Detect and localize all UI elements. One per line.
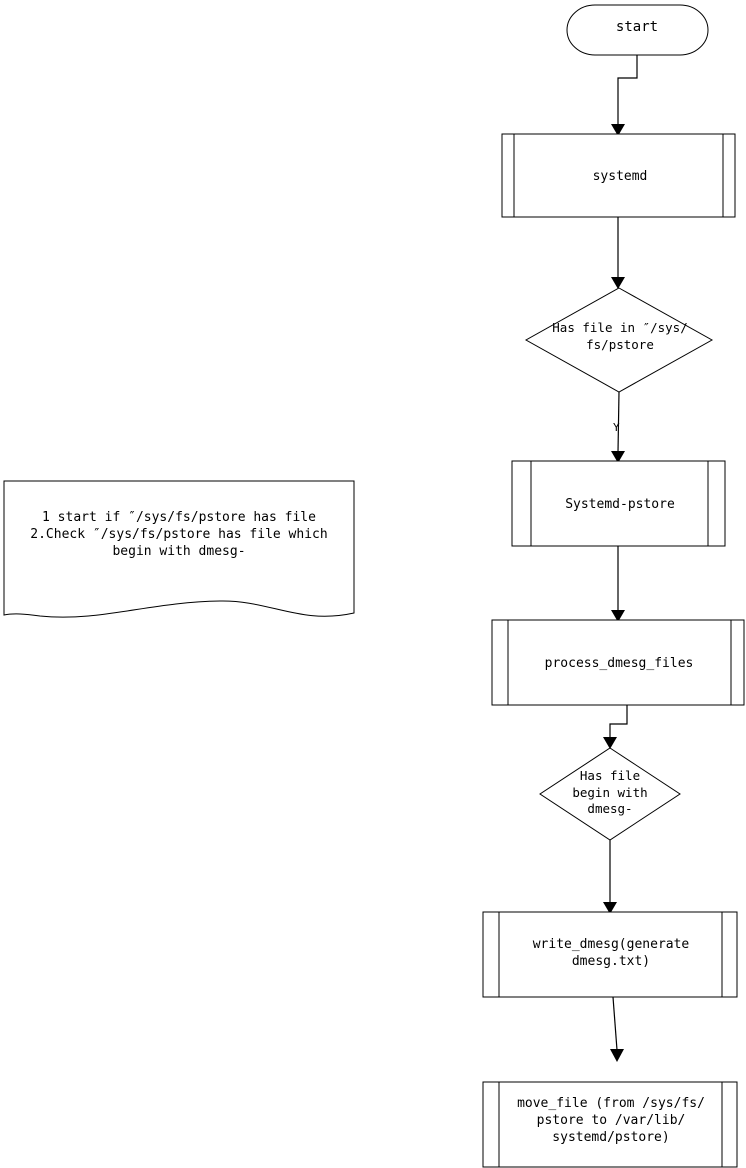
node-move-file-shape[interactable] [482, 1081, 738, 1168]
edge-decision2-to-write-arrowhead [603, 902, 617, 914]
edge-start-to-systemd [617, 55, 638, 125]
note-document-shape[interactable] [3, 480, 355, 618]
edge-process-to-decision2-arrowhead [603, 737, 617, 749]
node-systemd-pstore-shape[interactable] [511, 460, 726, 547]
node-process-dmesg-files-shape[interactable] [491, 619, 745, 706]
edge-write-to-move [612, 996, 618, 1051]
node-decision-dmesg-shape[interactable] [539, 747, 681, 841]
edge-write-to-move-arrowhead [610, 1049, 624, 1062]
node-decision-pstore-shape[interactable] [524, 287, 714, 393]
node-start-shape[interactable] [566, 4, 709, 56]
edge-systemd-to-decision-arrowhead [611, 277, 625, 289]
edge-decision-to-pstore [617, 391, 620, 453]
edge-pstore-to-process-arrowhead [611, 610, 625, 622]
edge-process-to-decision2 [609, 705, 628, 738]
node-write-dmesg-shape[interactable] [482, 911, 738, 998]
edge-start-to-systemd-arrowhead [611, 124, 625, 136]
edge-decision-to-pstore-arrowhead [611, 451, 625, 463]
node-systemd-shape[interactable] [501, 133, 736, 218]
